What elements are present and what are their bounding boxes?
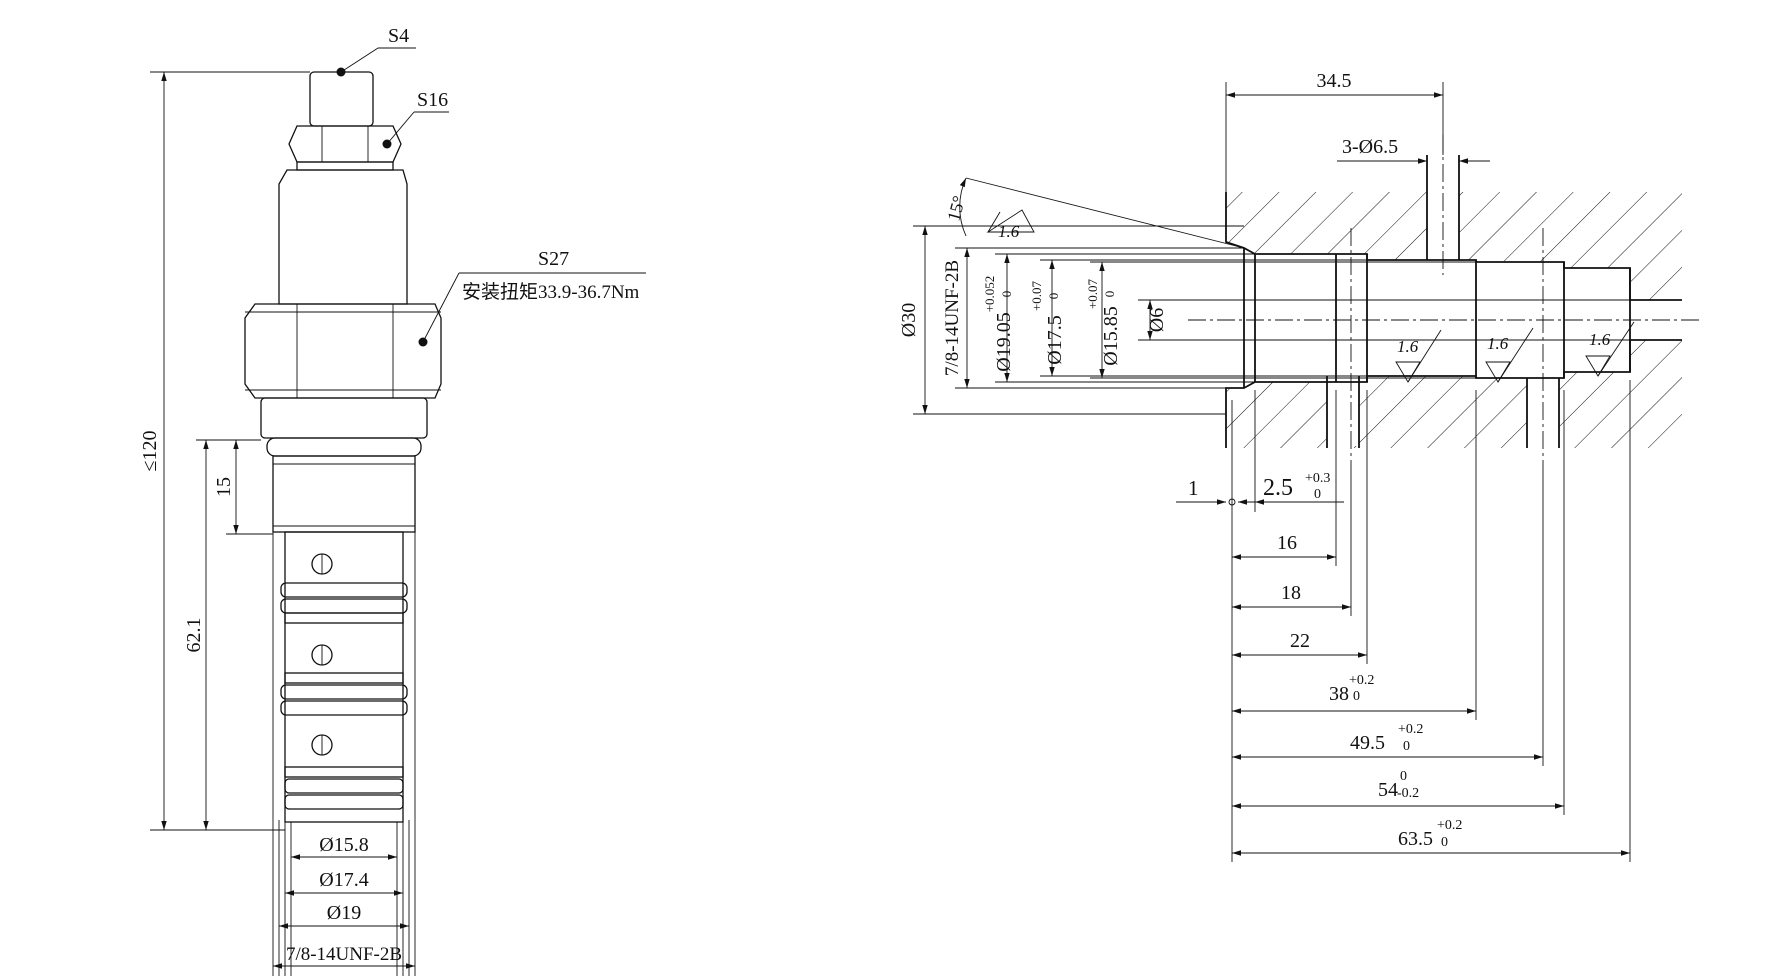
bottom-dimensions: 1 2.5 +0.3 0 16 18 22 38 +0.2 0 49.5 +0.…: [1176, 380, 1631, 862]
bore2-tol-lower: 0: [1046, 293, 1061, 300]
roughness-2: 1.6: [1487, 334, 1509, 353]
cavity-section-view: 34.5 3-Ø6.5 15° 1.6 Ø30 7/8-14: [898, 70, 1700, 862]
d54-tol-upper: 0: [1400, 769, 1407, 784]
bore3-value: Ø15.85: [1100, 306, 1122, 365]
leader-s4: S4: [336, 25, 416, 77]
dim-bore2: Ø17.5 +0.07 0: [1029, 259, 1367, 377]
leader-s16: S16: [382, 89, 449, 149]
d63-tol-lower: 0: [1441, 835, 1448, 850]
d49-value: 49.5: [1350, 732, 1385, 754]
dim-top-width: 34.5: [1225, 70, 1444, 192]
dim-dia-158: Ø15.8: [291, 834, 397, 860]
seal-length-value: 15: [213, 477, 235, 497]
outer-dia-value: Ø30: [898, 303, 920, 337]
depth-a-tol-lower: 0: [1314, 487, 1321, 502]
hatched-body: [1226, 155, 1682, 448]
overall-length-value: ≤120: [139, 431, 161, 472]
d22-value: 22: [1290, 630, 1310, 652]
torque-note: 安装扭矩33.9-36.7Nm: [462, 281, 640, 303]
roughness-1: 1.6: [1397, 337, 1419, 356]
dim-thread-right: 7/8-14UNF-2B: [942, 247, 1244, 389]
thread-left-value: 7/8-14UNF-2B: [286, 944, 402, 965]
bore1-value: Ø19.05: [993, 312, 1015, 371]
bonnet: [296, 161, 394, 171]
dim-bore4: Ø6: [1138, 299, 1630, 341]
label-s16: S16: [417, 89, 448, 111]
d18-value: 18: [1281, 582, 1301, 604]
chamfer-angle-value: 15°: [943, 194, 969, 224]
d63-value: 63.5: [1398, 828, 1433, 850]
thread-section: [272, 455, 416, 533]
depth-a-value: 2.5: [1263, 475, 1293, 501]
dia-158-value: Ø15.8: [319, 834, 368, 856]
d49-tol-upper: +0.2: [1398, 722, 1423, 737]
thread-right-value: 7/8-14UNF-2B: [942, 260, 963, 376]
dim-dia-19: Ø19: [279, 902, 409, 929]
dia-19-value: Ø19: [327, 902, 361, 924]
chamfer-roughness: 1.6: [998, 222, 1020, 241]
d63-tol-upper: +0.2: [1437, 818, 1462, 833]
hex-body: [244, 303, 442, 399]
label-s27: S27: [538, 248, 569, 270]
dim-bore1: Ø19.05 +0.052 0: [982, 253, 1255, 383]
collar: [260, 397, 428, 439]
depth-a-tol-upper: +0.3: [1305, 471, 1330, 486]
d38-value: 38: [1329, 683, 1349, 705]
roughness-3: 1.6: [1589, 330, 1611, 349]
d54-tol-lower: -0.2: [1397, 786, 1419, 801]
d16-value: 16: [1277, 532, 1297, 554]
roughness-symbols: 1.6 1.6 1.6: [1395, 321, 1635, 383]
dim-outer-dia: Ø30: [898, 225, 1244, 415]
bore4-value: Ø6: [1146, 308, 1168, 332]
dim-dia-174: Ø17.4: [285, 869, 403, 896]
dim-thread-left: 7/8-14UNF-2B: [273, 944, 415, 969]
d38-tol-upper: +0.2: [1349, 673, 1374, 688]
dim-ports: 3-Ø6.5: [1337, 136, 1490, 164]
dim-bore3: Ø15.85 +0.07 0: [1085, 261, 1476, 379]
d54-value: 54: [1378, 779, 1398, 801]
seal-grooves: [280, 582, 408, 810]
body-length-value: 62.1: [183, 618, 205, 653]
cartridge-valve-view: S4 S16 S27 安装扭矩33.9-36.7Nm ≤120: [139, 25, 646, 976]
dim-overall-length: ≤120: [139, 71, 310, 831]
adjuster-stem: [309, 71, 374, 127]
bore1-tol-upper: +0.052: [982, 276, 997, 313]
face-offset-value: 1: [1188, 476, 1199, 500]
bore3-tol-upper: +0.07: [1085, 278, 1100, 309]
dim-chamfer-angle: 15° 1.6: [943, 177, 1245, 249]
dim-seal-length: 15: [213, 440, 273, 535]
bore3-tol-lower: 0: [1102, 291, 1117, 298]
d49-tol-lower: 0: [1403, 739, 1410, 754]
port-holes: [311, 553, 333, 756]
bore2-value: Ø17.5: [1044, 315, 1066, 364]
d38-tol-lower: 0: [1353, 689, 1360, 704]
bore1-tol-lower: 0: [999, 291, 1014, 298]
label-s4: S4: [388, 25, 409, 47]
ports-value: 3-Ø6.5: [1342, 136, 1398, 158]
top-width-value: 34.5: [1317, 70, 1352, 92]
dia-174-value: Ø17.4: [319, 869, 368, 891]
bore2-tol-upper: +0.07: [1029, 280, 1044, 311]
leader-s27: S27 安装扭矩33.9-36.7Nm: [418, 248, 646, 347]
dim-body-length: 62.1: [183, 439, 261, 830]
